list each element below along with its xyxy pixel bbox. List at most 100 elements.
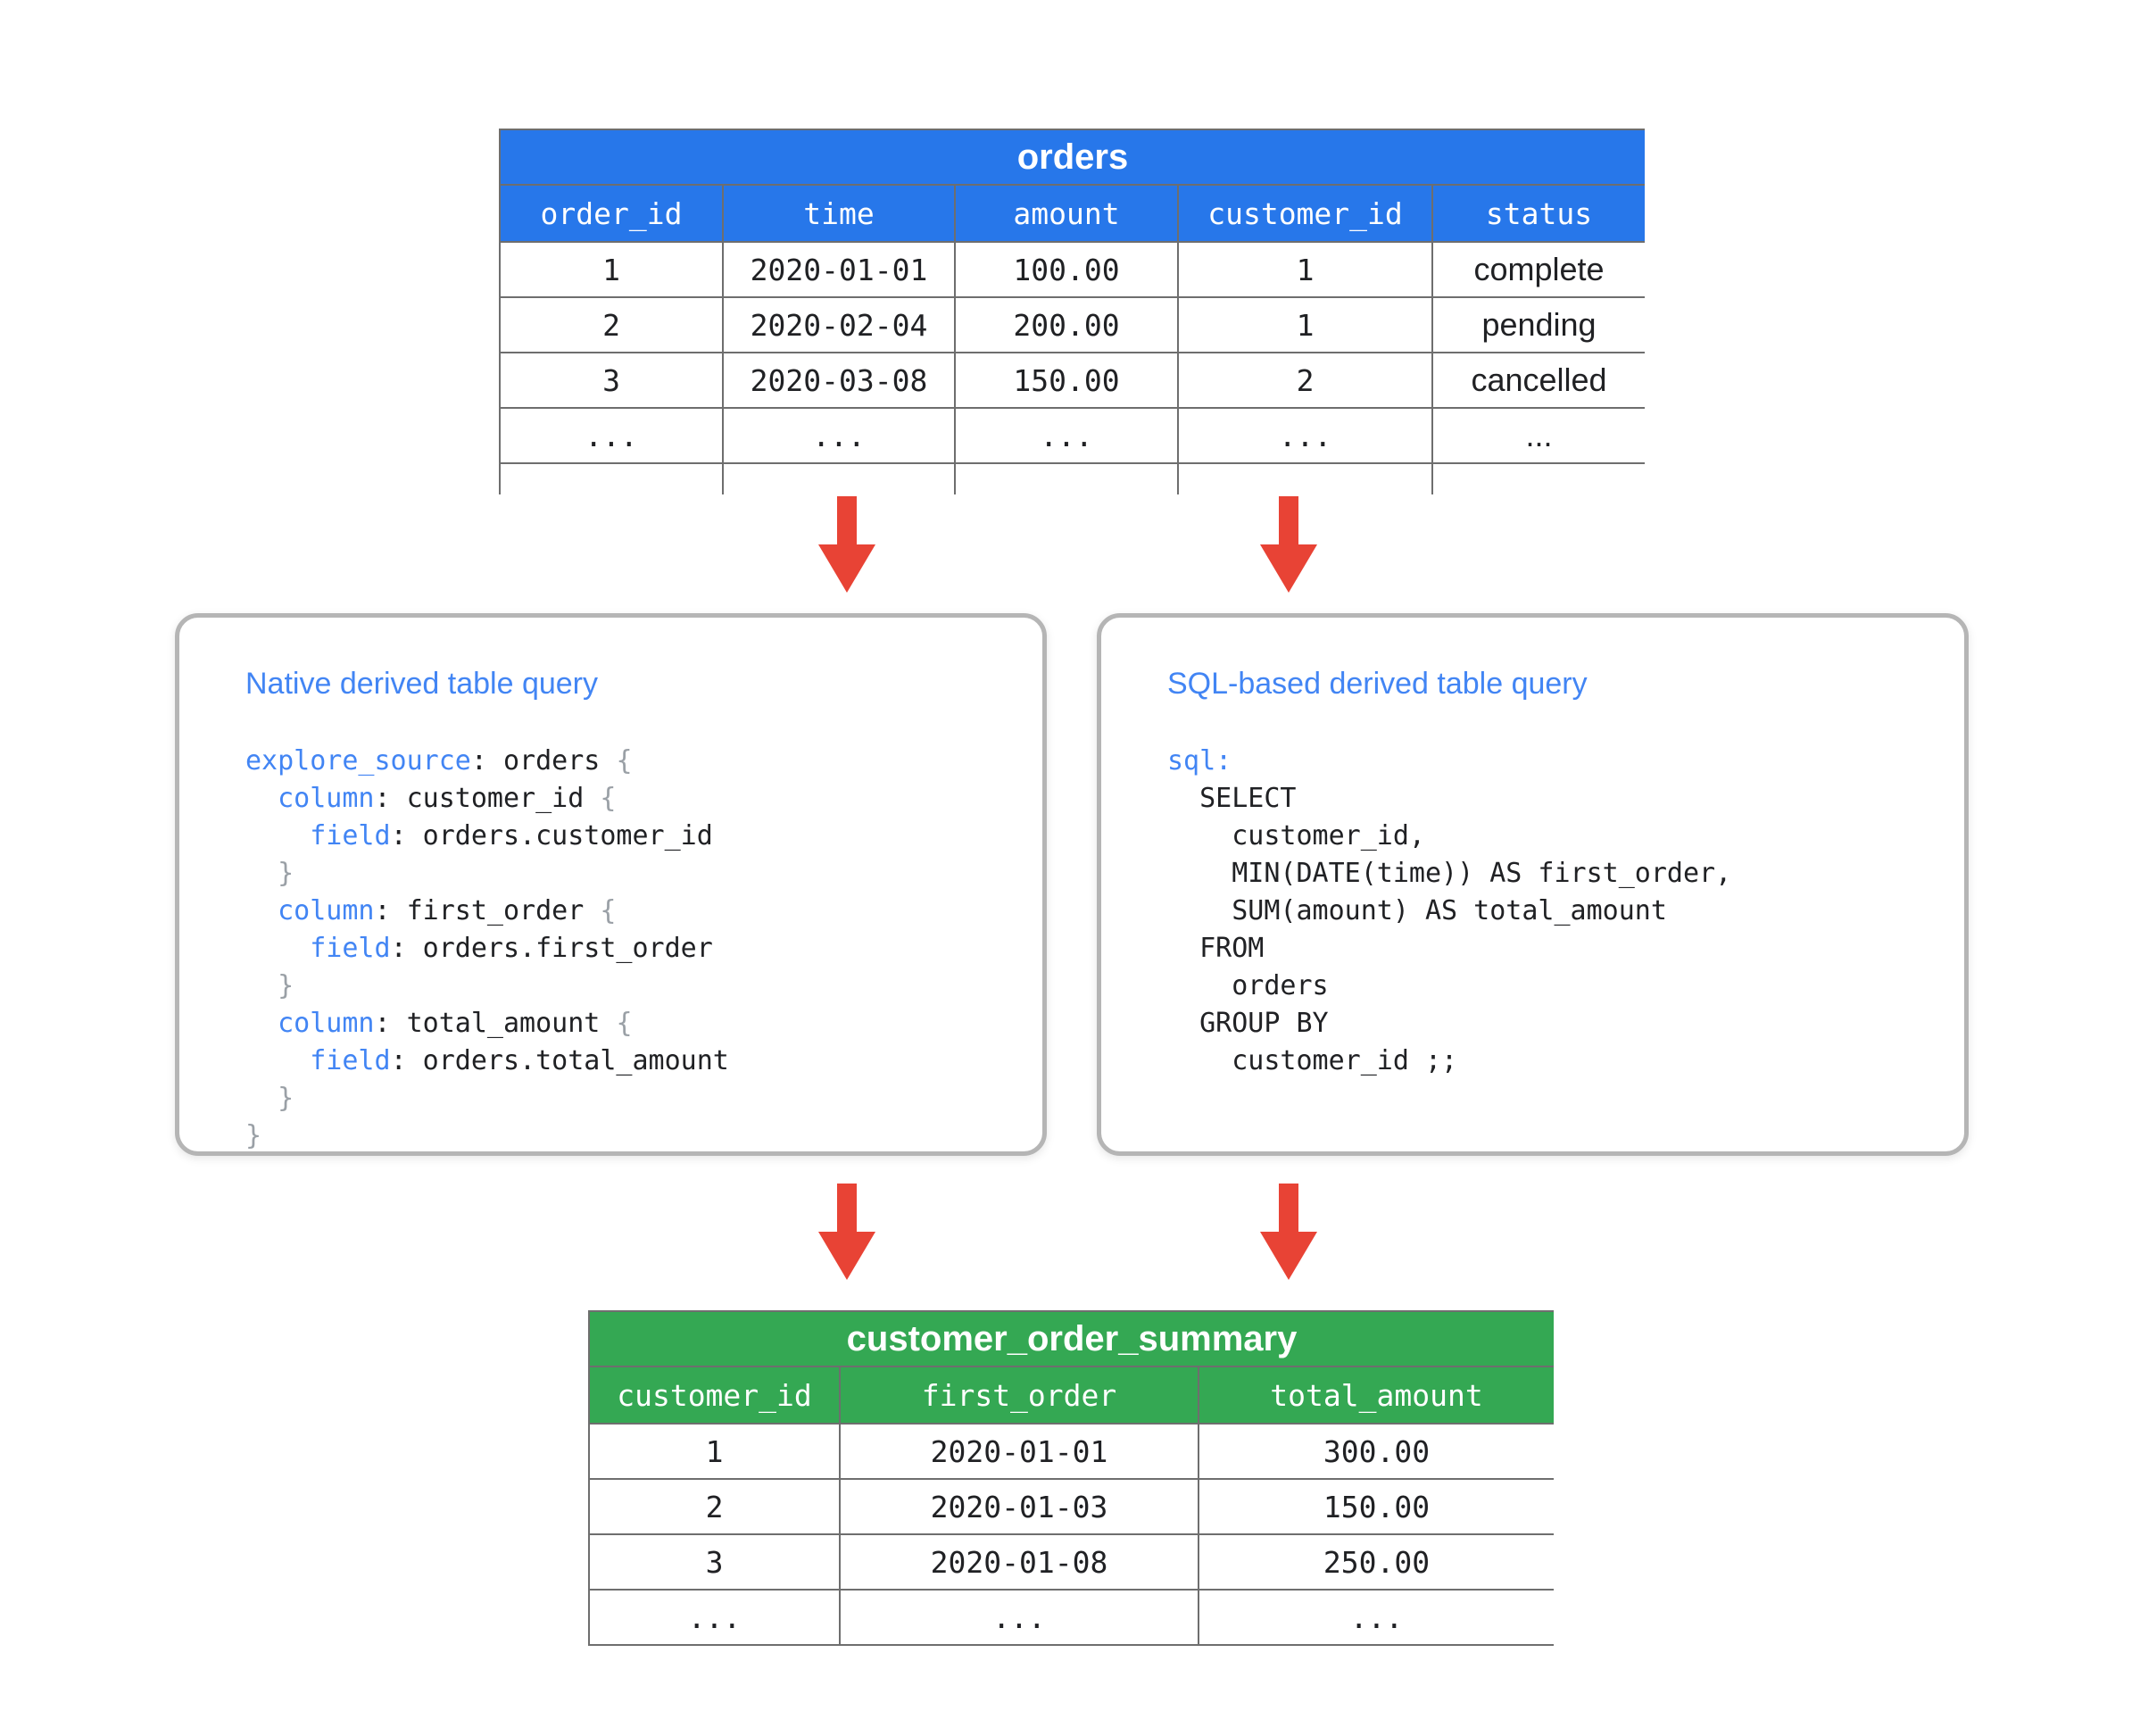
arrow-head	[818, 1232, 875, 1280]
table-cell: complete	[1431, 241, 1645, 298]
code-line: field: orders.total_amount	[310, 1045, 729, 1076]
table-title-row: customer_order_summary	[588, 1310, 1554, 1367]
table-cell: cancelled	[1431, 352, 1645, 409]
table-cell: 150.00	[1198, 1478, 1554, 1535]
table-cell: 3	[499, 352, 724, 409]
table-title-row: orders	[499, 129, 1645, 186]
table-cell: 100.00	[954, 241, 1179, 298]
code-line: }	[278, 858, 294, 889]
table-cell: 1	[1177, 241, 1433, 298]
table-cell: 200.00	[954, 296, 1179, 353]
code-line: GROUP BY	[1167, 1008, 1329, 1039]
arrow-shaft	[1279, 496, 1298, 546]
table-cell: ...	[954, 407, 1179, 464]
table-cell: 2020-02-04	[722, 296, 956, 353]
table-cell	[1177, 462, 1433, 494]
arrow-shaft	[1279, 1184, 1298, 1233]
table-cell: pending	[1431, 296, 1645, 353]
table-cell: ...	[839, 1589, 1199, 1646]
code-line: }	[245, 1120, 262, 1151]
sql-code-block: sql: SELECT customer_id, MIN(DATE(time))…	[1167, 743, 1731, 1080]
arrow-shaft	[837, 1184, 857, 1233]
table-cell	[499, 462, 724, 494]
code-line: explore_source: orders {	[245, 745, 633, 777]
table-cell	[954, 462, 1179, 494]
table-cell: 150.00	[954, 352, 1179, 409]
table-title: customer_order_summary	[588, 1310, 1554, 1367]
native-query-box: Native derived table query explore_sourc…	[175, 613, 1047, 1156]
table-cell: 300.00	[1198, 1423, 1554, 1480]
table-cell: 2	[588, 1478, 841, 1535]
column-header: customer_id	[588, 1366, 841, 1425]
code-line: field: orders.customer_id	[310, 820, 713, 851]
column-header: time	[722, 184, 956, 243]
code-line: MIN(DATE(time)) AS first_order,	[1167, 858, 1732, 889]
table-cell: ...	[499, 407, 724, 464]
lookml-code-block: explore_source: orders { column: custome…	[245, 743, 729, 1155]
table-cell: 2020-01-01	[722, 241, 956, 298]
code-line: field: orders.first_order	[310, 933, 713, 964]
table-cell: ...	[1177, 407, 1433, 464]
table-cell	[722, 462, 956, 494]
table-row: ...............	[499, 407, 1645, 464]
code-line: column: first_order {	[278, 895, 617, 926]
column-header: order_id	[499, 184, 724, 243]
table-cell: 2020-01-03	[839, 1478, 1199, 1535]
code-line: SUM(amount) AS total_amount	[1167, 895, 1667, 926]
table-cell: ...	[1431, 407, 1645, 464]
arrow-down-icon	[1260, 1184, 1317, 1282]
code-line: SELECT	[1167, 783, 1297, 814]
code-line: orders	[1167, 970, 1329, 1001]
column-header: customer_id	[1177, 184, 1433, 243]
code-line: customer_id ;;	[1167, 1045, 1458, 1076]
column-header: first_order	[839, 1366, 1199, 1425]
code-line: customer_id,	[1167, 820, 1425, 851]
table-row-cropped	[499, 462, 1645, 494]
arrow-down-icon	[1260, 496, 1317, 594]
column-header: status	[1431, 184, 1645, 243]
code-line: }	[278, 1083, 294, 1114]
sql-query-box: SQL-based derived table query sql: SELEC…	[1097, 613, 1969, 1156]
table-cell: ...	[588, 1589, 841, 1646]
table-cell: 2020-03-08	[722, 352, 956, 409]
table-row: .........	[588, 1589, 1554, 1646]
code-line: sql:	[1167, 745, 1232, 777]
arrow-shaft	[837, 496, 857, 546]
native-query-box-title: Native derived table query	[245, 667, 599, 701]
table-cell	[1431, 462, 1645, 494]
code-line: column: total_amount {	[278, 1008, 633, 1039]
arrow-down-icon	[818, 496, 875, 594]
table-cell: 2	[1177, 352, 1433, 409]
column-header: amount	[954, 184, 1179, 243]
table-title: orders	[499, 129, 1645, 186]
table-cell: 2020-01-01	[839, 1423, 1199, 1480]
table-cell: 1	[1177, 296, 1433, 353]
code-line: column: customer_id {	[278, 783, 617, 814]
table-cell: 250.00	[1198, 1533, 1554, 1591]
arrow-head	[818, 544, 875, 593]
table-cell: 1	[588, 1423, 841, 1480]
sql-query-box-title: SQL-based derived table query	[1167, 667, 1588, 701]
table-cell: 2020-01-08	[839, 1533, 1199, 1591]
arrow-down-icon	[818, 1184, 875, 1282]
arrow-head	[1260, 544, 1317, 593]
code-line: }	[278, 970, 294, 1001]
table-cell: ...	[722, 407, 956, 464]
table-cell: 3	[588, 1533, 841, 1591]
column-header: total_amount	[1198, 1366, 1554, 1425]
table-cell: 2	[499, 296, 724, 353]
code-line: FROM	[1167, 933, 1265, 964]
table-cell: 1	[499, 241, 724, 298]
